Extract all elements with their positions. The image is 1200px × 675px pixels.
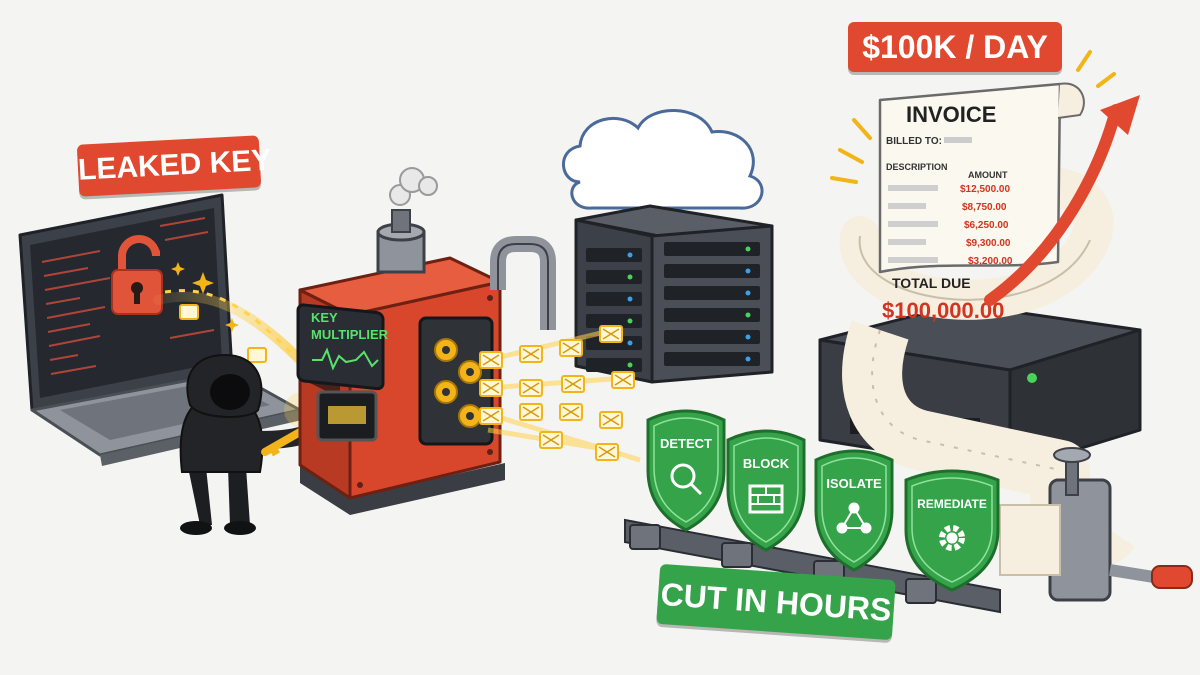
invoice-description-bar [888, 203, 926, 209]
pipe-clamp [999, 447, 1193, 602]
invoice-rows: $12,500.00 $8,750.00 $6,250.00 $9,300.00 $3,… [888, 184, 1013, 267]
request-stream [479, 325, 641, 463]
shield-remediate: REMEDIATE [904, 469, 1000, 592]
envelope-icon [519, 345, 543, 363]
status-led [627, 274, 633, 280]
invoice-description-bar [888, 239, 926, 245]
shield-label: REMEDIATE [917, 497, 987, 511]
machine-label-line2: MULTIPLIER [311, 327, 389, 342]
status-led [627, 362, 633, 368]
shield-isolate: ISOLATE [814, 449, 894, 572]
envelope-icon [179, 304, 267, 363]
invoice-amount: $12,500.00 [960, 184, 1010, 195]
unlocked-padlock-icon [111, 235, 163, 315]
server-slot [664, 308, 760, 322]
status-led [745, 290, 751, 296]
waveform [312, 347, 379, 371]
status-led [745, 334, 751, 340]
printer [818, 302, 1142, 472]
shield-label: BLOCK [743, 456, 790, 471]
invoice-sheet: INVOICE BILLED TO: DESCRIPTION AMOUNT $1… [878, 82, 1085, 323]
status-led [627, 340, 633, 346]
envelope-icon [479, 407, 503, 425]
envelope-icon [479, 379, 503, 397]
server-slot [586, 358, 642, 372]
invoice-title: INVOICE [906, 102, 996, 127]
invoice-col-description: DESCRIPTION [886, 162, 948, 172]
shield-detect: DETECT [646, 409, 726, 532]
server-slots [586, 242, 760, 372]
status-led [627, 252, 633, 258]
magnifier-icon [670, 463, 703, 496]
server-slot [586, 248, 642, 262]
envelope-icon [561, 375, 585, 393]
envelope-icon [595, 443, 619, 461]
leak-stream [153, 262, 305, 365]
server-slot [586, 314, 642, 328]
invoice-total-label: TOTAL DUE [892, 275, 971, 291]
key-multiplier-machine: KEY MULTIPLIER [296, 167, 556, 515]
code-lines [41, 217, 215, 375]
shield-rail [624, 518, 1001, 614]
cloud-icon [562, 109, 764, 210]
invoice-amount: $6,250.00 [964, 220, 1009, 231]
invoice-amount: $8,750.00 [962, 202, 1007, 213]
chimney [376, 209, 426, 274]
hooded-hacker [179, 353, 309, 535]
gear-icon [939, 525, 965, 551]
power-led [1027, 373, 1037, 383]
envelope-icon [539, 431, 563, 449]
server-rack [574, 204, 774, 384]
invoice-description-bar [888, 221, 938, 227]
rising-arrow-icon [984, 95, 1140, 306]
status-led [745, 356, 751, 362]
server-slot [664, 330, 760, 344]
shield-label: ISOLATE [826, 476, 882, 491]
smoke [389, 167, 438, 206]
shield-block: BLOCK [726, 429, 806, 552]
status-led [627, 296, 633, 302]
envelope-icon [559, 339, 583, 357]
server-slot [586, 270, 642, 284]
invoice-billed-to: BILLED TO: [886, 136, 942, 147]
invoice-description-bar [888, 185, 938, 191]
invoice-col-amount: AMOUNT [968, 170, 1008, 180]
cost-per-day-label: $100K / DAY [848, 22, 1062, 72]
laptop [18, 193, 302, 466]
shield-group: DETECT BLOCK ISOLATE REMEDIATE [646, 409, 1000, 592]
envelope-icons [479, 325, 635, 461]
status-led [745, 268, 751, 274]
envelope-icon [599, 325, 623, 343]
sparkle-icon [171, 262, 239, 332]
server-slot [664, 286, 760, 300]
envelope-icon [611, 371, 635, 389]
network-icon [836, 502, 872, 534]
status-led [627, 318, 633, 324]
server-slot [664, 242, 760, 256]
burst-lines [830, 50, 1116, 184]
invoice-description-bar [888, 257, 938, 263]
invoice-total-value: $100,000.00 [882, 298, 1004, 323]
server-slot [664, 264, 760, 278]
machine-label-line1: KEY [311, 310, 338, 325]
envelope-icon [519, 379, 543, 397]
brick-wall-icon [748, 484, 784, 514]
server-slot [586, 292, 642, 306]
leaked-key-label: LEAKED KEY [76, 135, 272, 197]
status-led [745, 246, 751, 252]
invoice-amount: $9,300.00 [966, 238, 1011, 249]
status-led [745, 312, 751, 318]
envelope-icon [479, 351, 503, 369]
server-slot [664, 352, 760, 366]
envelope-icon [559, 403, 583, 421]
envelope-icon [519, 403, 543, 421]
envelope-icon [599, 411, 623, 429]
shield-label: DETECT [660, 436, 712, 451]
invoice-amount: $3,200.00 [968, 256, 1013, 267]
